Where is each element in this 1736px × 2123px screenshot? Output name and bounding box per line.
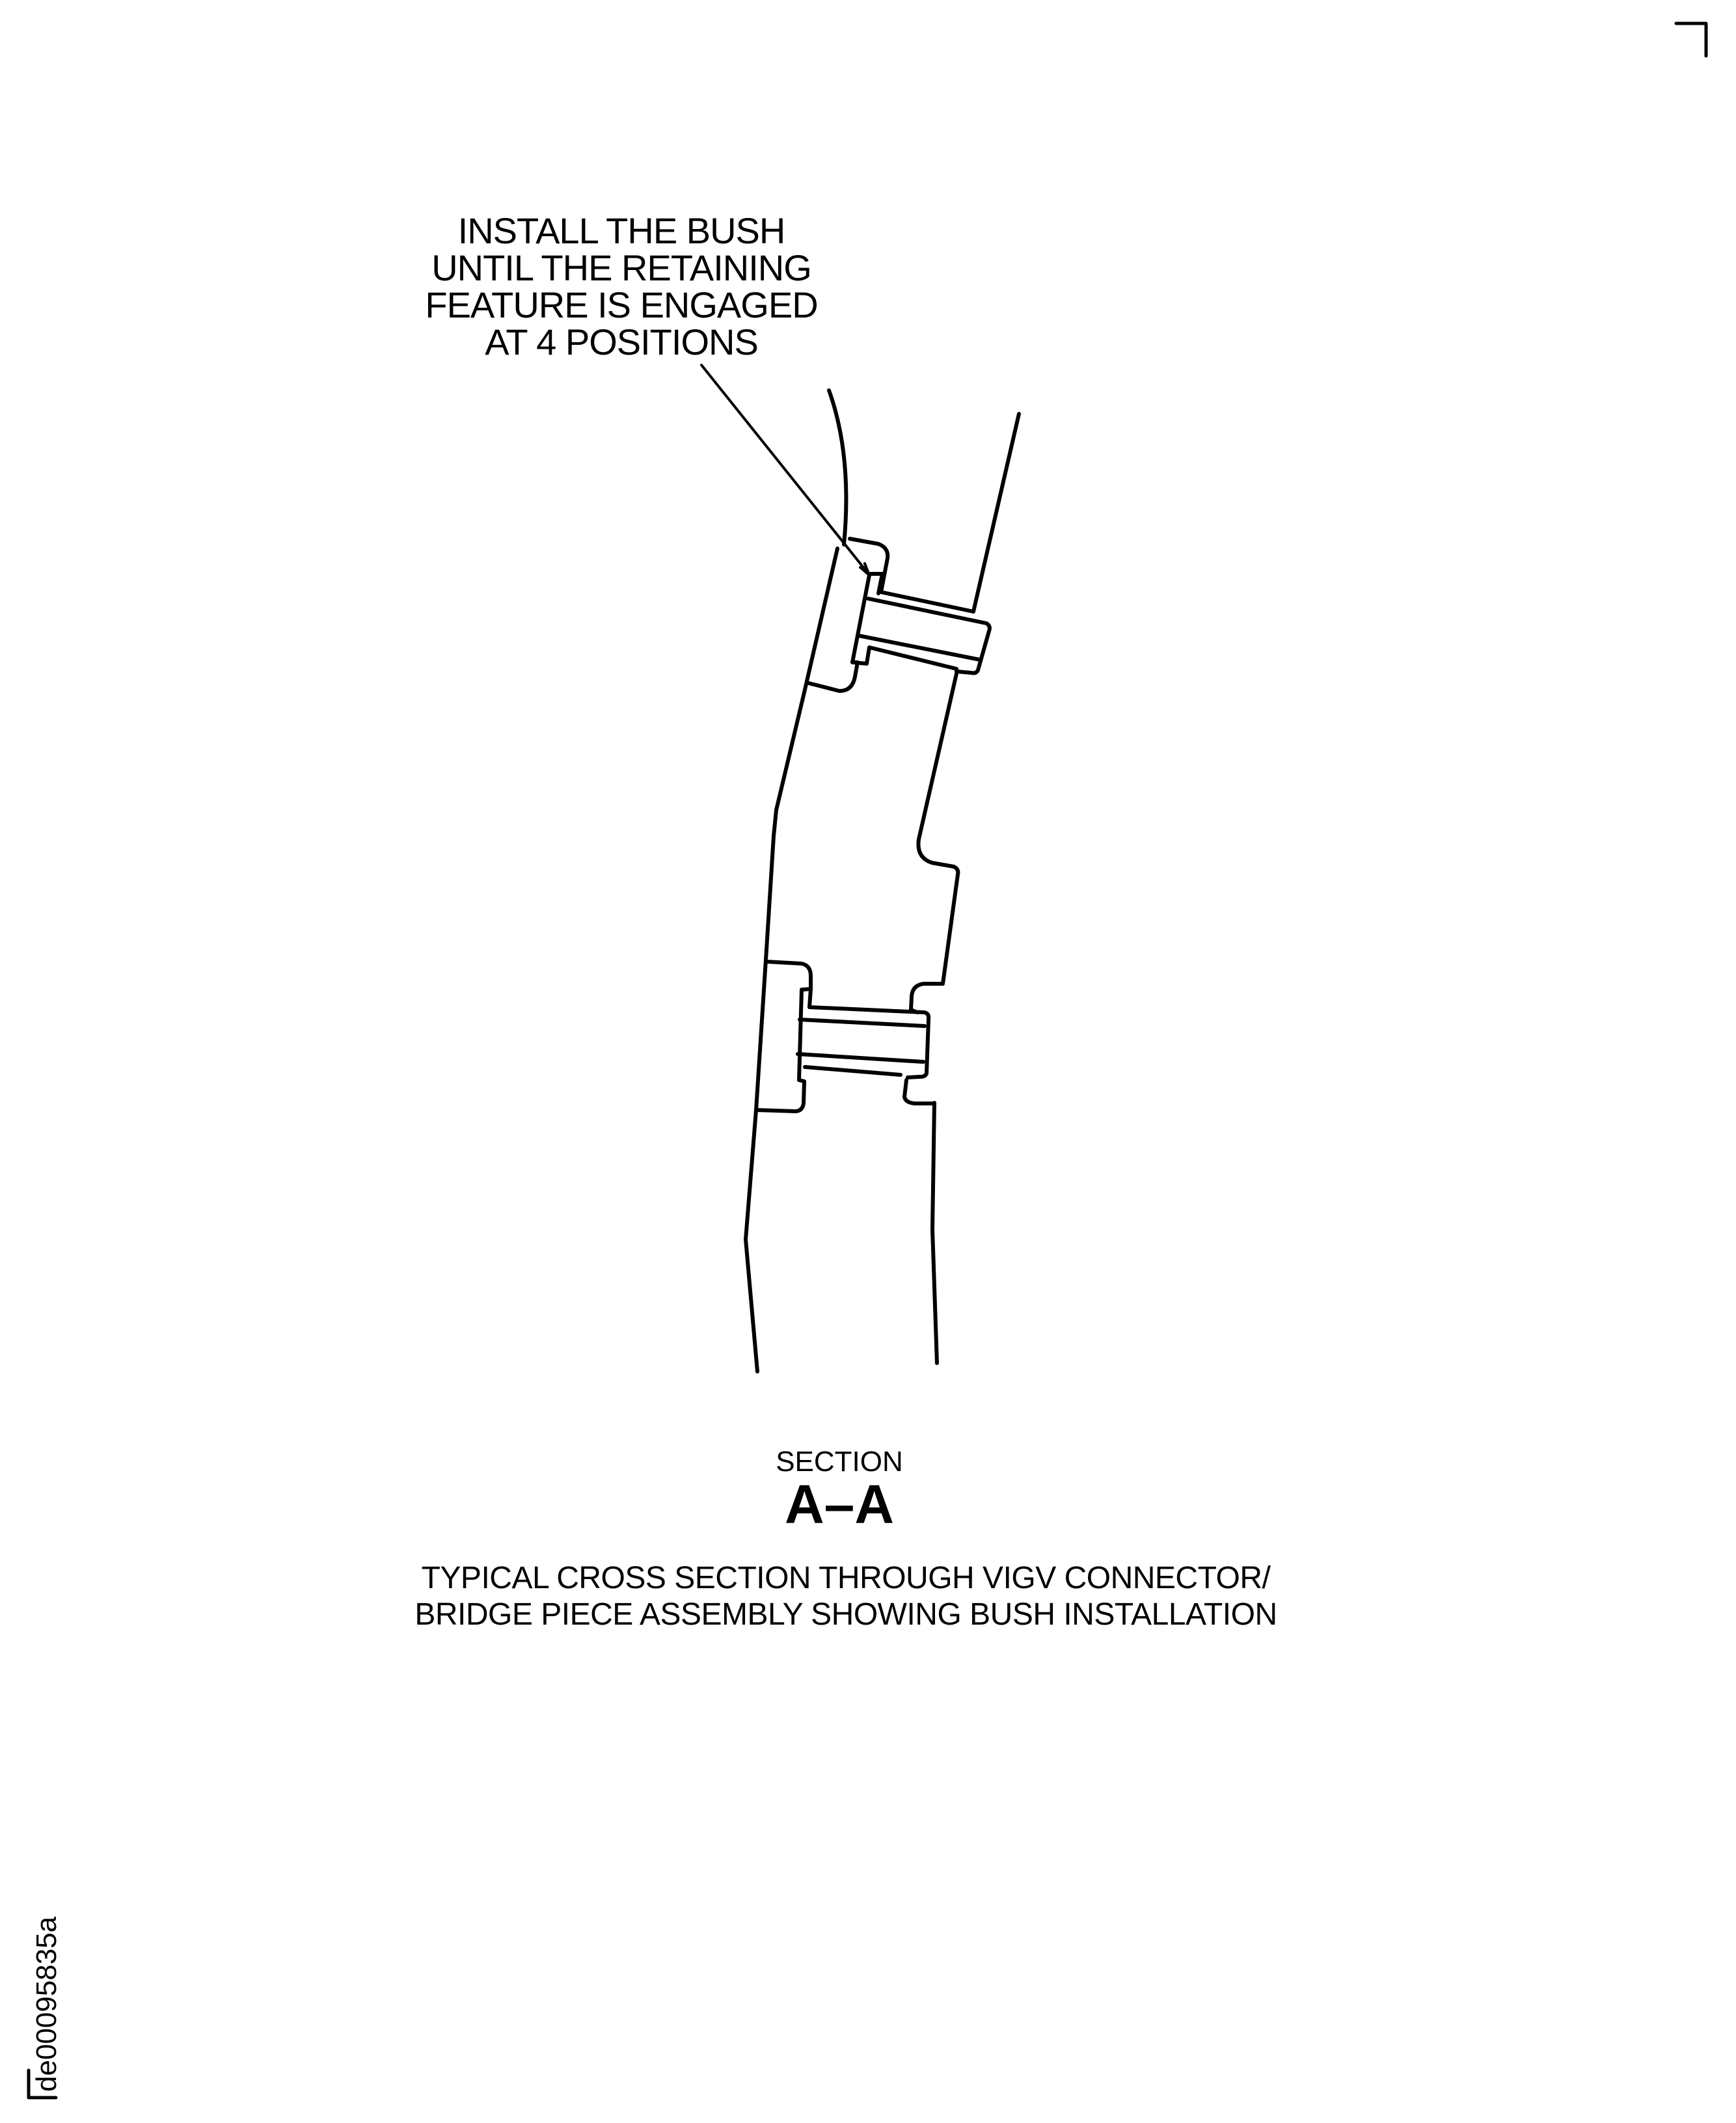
- section-label: SECTION: [776, 1446, 903, 1478]
- leader-line: [700, 364, 869, 575]
- callout-line-3: FEATURE IS ENGAGED: [425, 284, 818, 325]
- figure-caption: TYPICAL CROSS SECTION THROUGH VIGV CONNE…: [260, 1560, 1431, 1633]
- lower-bush: [796, 987, 931, 1079]
- body-right-edge-top: [971, 412, 1021, 614]
- body-right-edge-mid: [916, 669, 960, 986]
- caption-line-1: TYPICAL CROSS SECTION THROUGH VIGV CONNE…: [421, 1561, 1271, 1595]
- upper-recess: [848, 537, 975, 614]
- section-id: A–A: [784, 1474, 895, 1535]
- drawing-reference-id: de00095835a: [31, 1916, 62, 2092]
- body-left-edge: [744, 547, 839, 1373]
- upper-recess-lower: [807, 660, 860, 693]
- callout-line-2: UNTIL THE RETAINING: [431, 247, 812, 288]
- corner-mark-top-right: [1674, 21, 1708, 58]
- body-right-edge-bottom: [930, 1101, 939, 1365]
- lower-recess-right: [902, 982, 945, 1105]
- bridge-piece-arc: [827, 388, 848, 547]
- lower-recess-left: [754, 960, 813, 1113]
- upper-bush: [850, 572, 992, 675]
- caption-line-2: BRIDGE PIECE ASSEMBLY SHOWING BUSH INSTA…: [414, 1597, 1277, 1632]
- install-callout: INSTALL THE BUSH UNTIL THE RETAINING FEA…: [390, 212, 852, 360]
- callout-line-1: INSTALL THE BUSH: [457, 210, 786, 251]
- corner-mark-bottom-left: [27, 2068, 58, 2100]
- callout-line-4: AT 4 POSITIONS: [485, 321, 759, 362]
